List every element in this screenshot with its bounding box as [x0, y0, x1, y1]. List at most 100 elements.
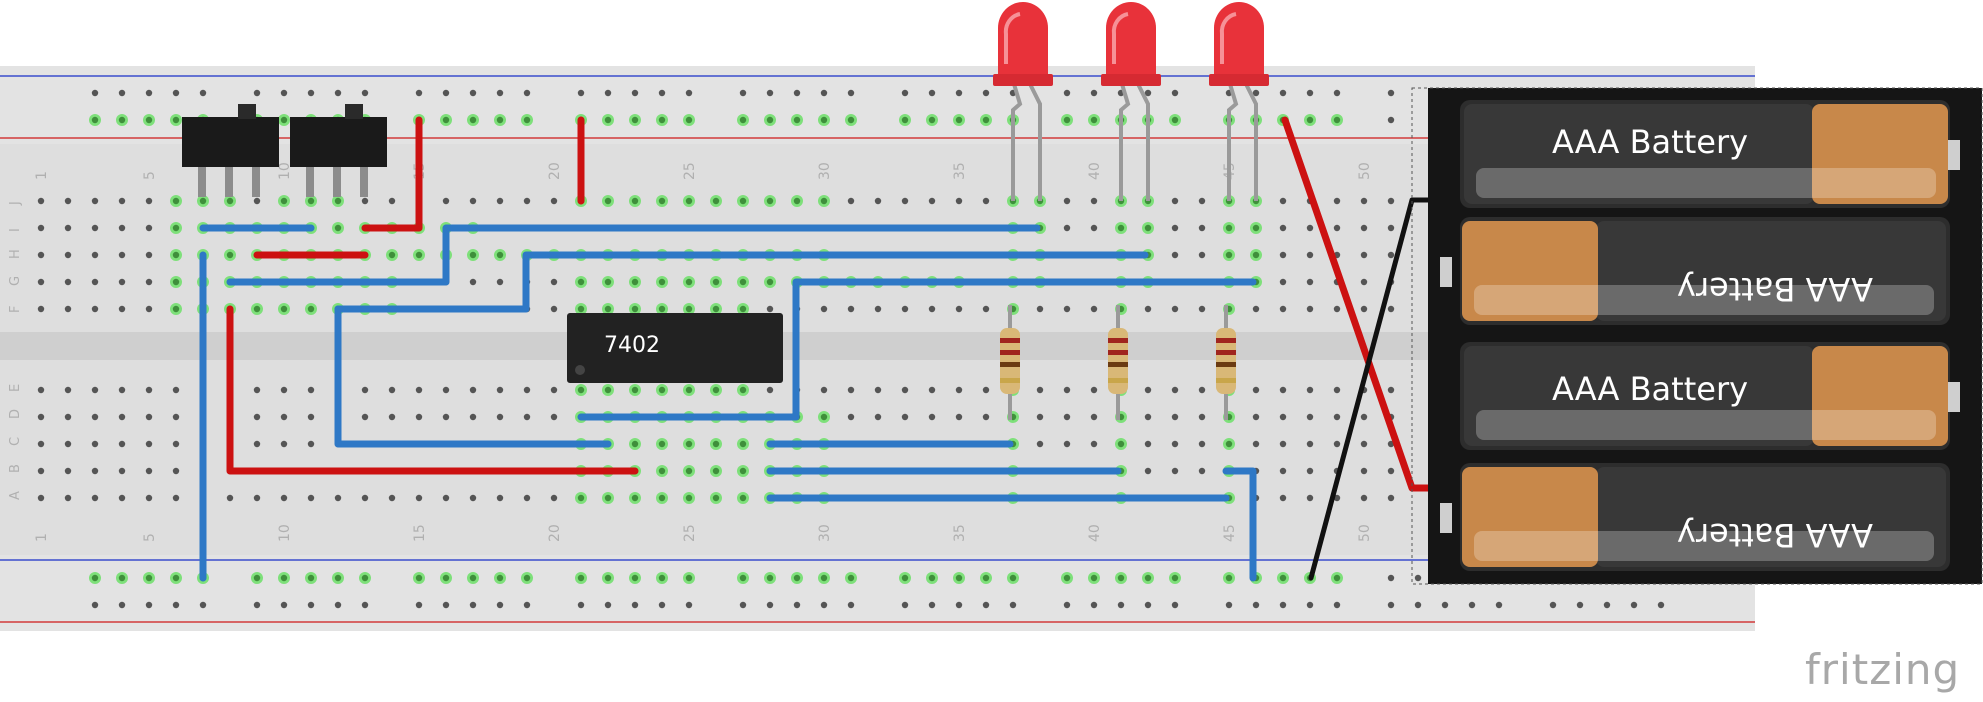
breadboard-hole[interactable] [1090, 386, 1098, 394]
breadboard-hole[interactable] [1198, 251, 1206, 259]
breadboard-hole[interactable] [739, 89, 747, 97]
breadboard-hole[interactable] [307, 494, 315, 502]
breadboard-hole[interactable] [577, 601, 585, 609]
breadboard-hole[interactable] [496, 494, 504, 502]
breadboard-hole[interactable] [1360, 224, 1368, 232]
resistor[interactable] [1108, 305, 1128, 420]
breadboard-hole[interactable] [145, 89, 153, 97]
breadboard-hole[interactable] [334, 574, 342, 582]
breadboard-hole[interactable] [928, 413, 936, 421]
breadboard-hole[interactable] [199, 89, 207, 97]
breadboard-hole[interactable] [37, 467, 45, 475]
breadboard-hole[interactable] [1360, 305, 1368, 313]
breadboard-hole[interactable] [685, 440, 693, 448]
breadboard-hole[interactable] [118, 440, 126, 448]
breadboard-hole[interactable] [1306, 305, 1314, 313]
breadboard-hole[interactable] [1009, 574, 1017, 582]
breadboard-hole[interactable] [1306, 386, 1314, 394]
breadboard-hole[interactable] [1144, 440, 1152, 448]
breadboard-hole[interactable] [91, 251, 99, 259]
breadboard-hole[interactable] [91, 601, 99, 609]
breadboard-hole[interactable] [604, 601, 612, 609]
breadboard-hole[interactable] [1333, 440, 1341, 448]
breadboard-hole[interactable] [604, 278, 612, 286]
breadboard-hole[interactable] [145, 197, 153, 205]
breadboard-hole[interactable] [928, 601, 936, 609]
breadboard-hole[interactable] [1387, 305, 1395, 313]
breadboard-hole[interactable] [712, 440, 720, 448]
resistor[interactable] [1000, 305, 1020, 420]
breadboard-hole[interactable] [415, 601, 423, 609]
breadboard-hole[interactable] [523, 197, 531, 205]
breadboard-hole[interactable] [658, 305, 666, 313]
breadboard-hole[interactable] [172, 251, 180, 259]
breadboard-hole[interactable] [793, 116, 801, 124]
breadboard-hole[interactable] [496, 278, 504, 286]
breadboard-hole[interactable] [1171, 440, 1179, 448]
breadboard-hole[interactable] [442, 197, 450, 205]
breadboard-hole[interactable] [1333, 386, 1341, 394]
breadboard-hole[interactable] [658, 440, 666, 448]
breadboard-hole[interactable] [280, 494, 288, 502]
breadboard-hole[interactable] [280, 386, 288, 394]
breadboard-hole[interactable] [1279, 386, 1287, 394]
breadboard-hole[interactable] [1630, 601, 1638, 609]
breadboard-hole[interactable] [496, 386, 504, 394]
breadboard-hole[interactable] [955, 89, 963, 97]
breadboard-hole[interactable] [91, 413, 99, 421]
breadboard-hole[interactable] [1144, 601, 1152, 609]
breadboard-hole[interactable] [1414, 574, 1422, 582]
breadboard-hole[interactable] [145, 601, 153, 609]
breadboard-hole[interactable] [874, 413, 882, 421]
breadboard-hole[interactable] [1306, 601, 1314, 609]
breadboard-hole[interactable] [442, 494, 450, 502]
breadboard-hole[interactable] [1198, 386, 1206, 394]
breadboard-hole[interactable] [685, 574, 693, 582]
breadboard-hole[interactable] [415, 386, 423, 394]
breadboard-hole[interactable] [901, 413, 909, 421]
breadboard-hole[interactable] [577, 386, 585, 394]
breadboard-hole[interactable] [658, 386, 666, 394]
breadboard-hole[interactable] [388, 251, 396, 259]
breadboard-hole[interactable] [496, 413, 504, 421]
breadboard-hole[interactable] [388, 494, 396, 502]
chip-7402[interactable]: 7402 [567, 313, 783, 383]
breadboard-hole[interactable] [1090, 574, 1098, 582]
breadboard-hole[interactable] [91, 574, 99, 582]
breadboard-hole[interactable] [172, 278, 180, 286]
resistor[interactable] [1216, 305, 1236, 420]
breadboard-hole[interactable] [712, 278, 720, 286]
breadboard-hole[interactable] [1009, 601, 1017, 609]
breadboard-hole[interactable] [1414, 601, 1422, 609]
breadboard-hole[interactable] [145, 386, 153, 394]
breadboard-hole[interactable] [118, 386, 126, 394]
breadboard-hole[interactable] [442, 89, 450, 97]
breadboard-hole[interactable] [1063, 197, 1071, 205]
breadboard-hole[interactable] [361, 601, 369, 609]
breadboard-hole[interactable] [1225, 440, 1233, 448]
breadboard-hole[interactable] [1036, 440, 1044, 448]
breadboard-hole[interactable] [631, 197, 639, 205]
blue-wire[interactable] [577, 278, 1257, 421]
breadboard-hole[interactable] [226, 197, 234, 205]
breadboard-hole[interactable] [928, 116, 936, 124]
breadboard-hole[interactable] [550, 494, 558, 502]
breadboard-hole[interactable] [820, 305, 828, 313]
breadboard-hole[interactable] [1387, 197, 1395, 205]
slide-switch[interactable] [182, 104, 279, 197]
breadboard-hole[interactable] [685, 89, 693, 97]
breadboard-hole[interactable] [820, 601, 828, 609]
breadboard-hole[interactable] [172, 224, 180, 232]
breadboard-hole[interactable] [469, 413, 477, 421]
breadboard-hole[interactable] [631, 574, 639, 582]
breadboard-hole[interactable] [820, 413, 828, 421]
breadboard-hole[interactable] [91, 440, 99, 448]
breadboard-hole[interactable] [1333, 413, 1341, 421]
breadboard-hole[interactable] [91, 197, 99, 205]
breadboard-hole[interactable] [1090, 197, 1098, 205]
breadboard-hole[interactable] [820, 386, 828, 394]
breadboard-hole[interactable] [361, 89, 369, 97]
breadboard-hole[interactable] [64, 413, 72, 421]
breadboard-hole[interactable] [712, 467, 720, 475]
breadboard-hole[interactable] [442, 386, 450, 394]
